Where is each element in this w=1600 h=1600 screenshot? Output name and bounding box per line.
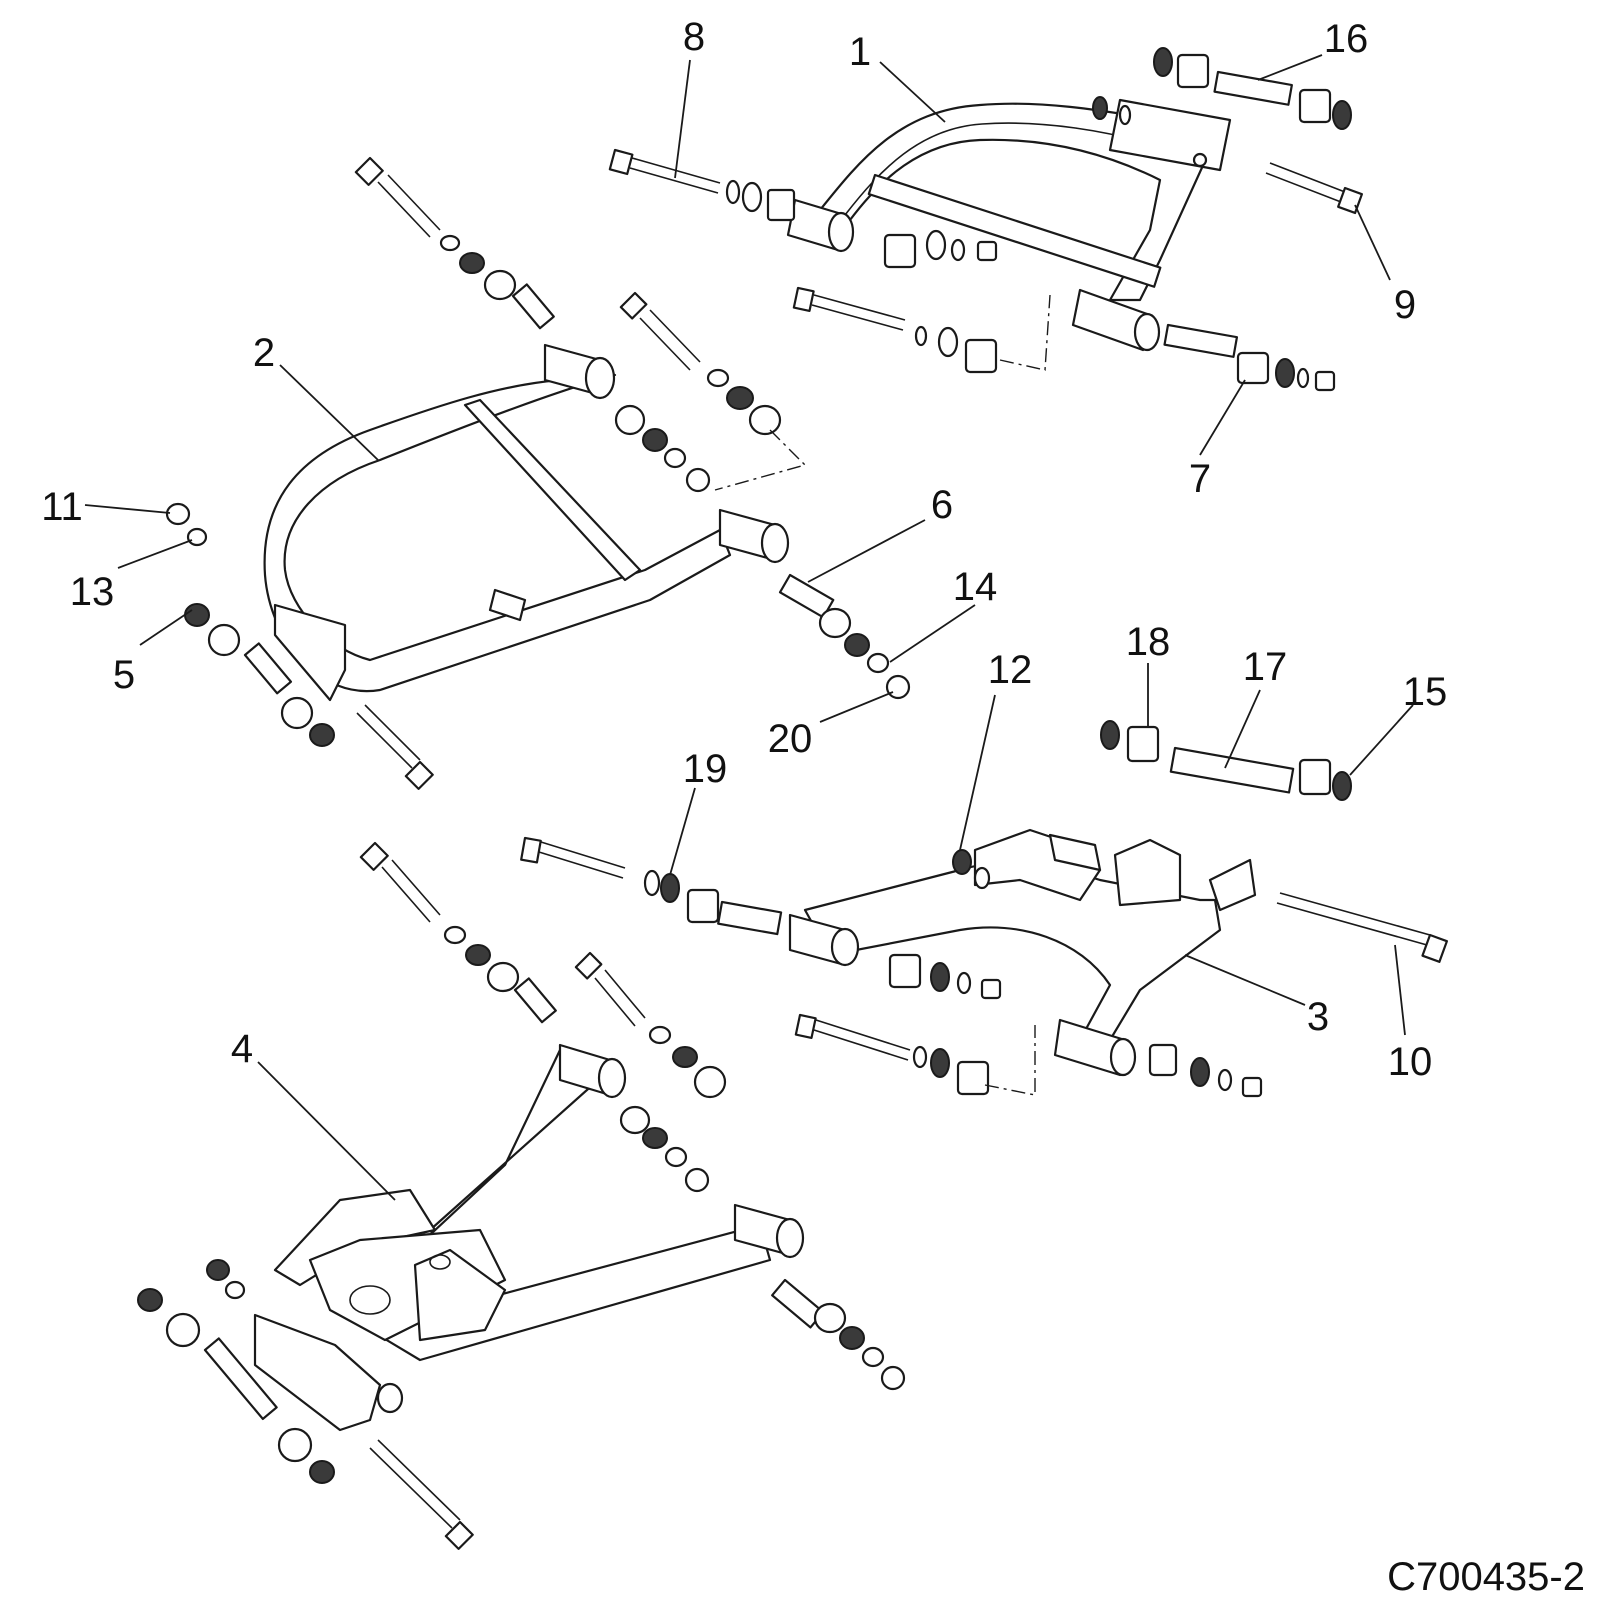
part-1-upper-arm [818,98,1232,302]
leader-16 [1257,54,1323,81]
part-1-axis-line [999,294,1051,371]
part-1-top-washers [1092,96,1132,126]
callout-2: 2 [253,331,275,375]
leader-11 [84,504,171,514]
leader-13 [117,539,193,569]
part-3-lower-bolt [794,1013,990,1096]
part-1-lower-bolt [792,286,998,374]
callout-11: 11 [41,485,83,529]
callout-18: 18 [1126,620,1171,664]
part-3-lower-arm [788,828,1257,1077]
leader-17 [1224,689,1261,769]
part-3-bushing-set [888,953,1002,1000]
callout-15: 15 [1403,670,1448,714]
callout-17: 17 [1243,645,1288,689]
part-2-axis-line [714,429,807,491]
part-1-lower-hardware [883,229,998,269]
callout-20: 20 [768,717,813,761]
part-2-mid-bolt [619,291,782,436]
leader-19 [669,787,696,876]
part-3-end-hardware [1148,1043,1263,1098]
part-4-top-bolt [359,841,557,1024]
part-4-front-bushing-set [771,1278,906,1391]
part-4-lower-arm [253,1043,805,1432]
part-18-bushing [1100,720,1160,763]
part-2-upper-arm [263,343,790,702]
leader-2 [279,364,379,461]
callout-12: 12 [988,648,1033,692]
callout-19: 19 [683,747,728,791]
leader-3 [1184,954,1306,1006]
callout-6: 6 [931,483,953,527]
leader-20 [819,691,894,723]
part-19-bolt [520,836,783,936]
part-2-top-bolt [354,156,555,330]
part-3-axis-line [984,1025,1036,1096]
part-6-bushing-set [778,573,911,700]
part-4-mid-bolt [574,951,727,1099]
part-5-bushing-set [184,603,335,747]
leader-6 [807,519,926,583]
part-4-bottom-bolt [369,1439,474,1550]
part-1-bushing-tube [786,198,1161,352]
leader-1 [879,61,946,123]
callout-16: 16 [1324,17,1369,61]
part-2-bottom-bolt [356,704,434,790]
callout-9: 9 [1394,283,1416,327]
figure-id: C700435-2 [1387,1555,1585,1599]
part-2-bushing-set [614,404,711,493]
part-8-bolt [608,148,721,194]
part-15-bushing [1298,758,1352,801]
leader-8 [674,59,691,179]
part-12-washers [952,849,991,890]
leader-10 [1394,944,1406,1036]
part-16-bushing-set [1153,47,1352,130]
leader-7 [1199,379,1246,456]
leader-14 [889,604,976,663]
leader-lines [84,54,1414,1201]
part-13-washer [186,527,208,547]
part-10-bolt [1276,892,1449,963]
leader-5 [139,609,193,646]
callout-1: 1 [849,30,871,74]
part-17-sleeve [1169,746,1295,794]
leader-4 [257,1061,396,1201]
part-8-washers [725,179,796,222]
callout-5: 5 [113,653,135,697]
part-4-left-bushing-set [137,1288,335,1484]
leader-12 [959,694,996,851]
part-7-bushing-set [1163,323,1336,392]
callout-7: 7 [1189,457,1211,501]
part-11-nut [165,502,191,526]
callout-14: 14 [953,565,998,609]
part-9-bolt [1265,162,1364,215]
part-4-bushing-set [619,1105,710,1193]
leader-9 [1354,204,1391,281]
callout-8: 8 [683,15,705,59]
part-4-left-washers [206,1259,246,1300]
callout-labels: 1 2 3 4 5 6 7 8 9 10 11 13 12 14 15 16 1… [41,15,1447,1084]
callout-4: 4 [231,1027,253,1071]
leader-15 [1349,704,1414,776]
callout-12-13: 13 [70,570,115,614]
callout-10: 10 [1388,1040,1433,1084]
callout-3: 3 [1307,995,1329,1039]
